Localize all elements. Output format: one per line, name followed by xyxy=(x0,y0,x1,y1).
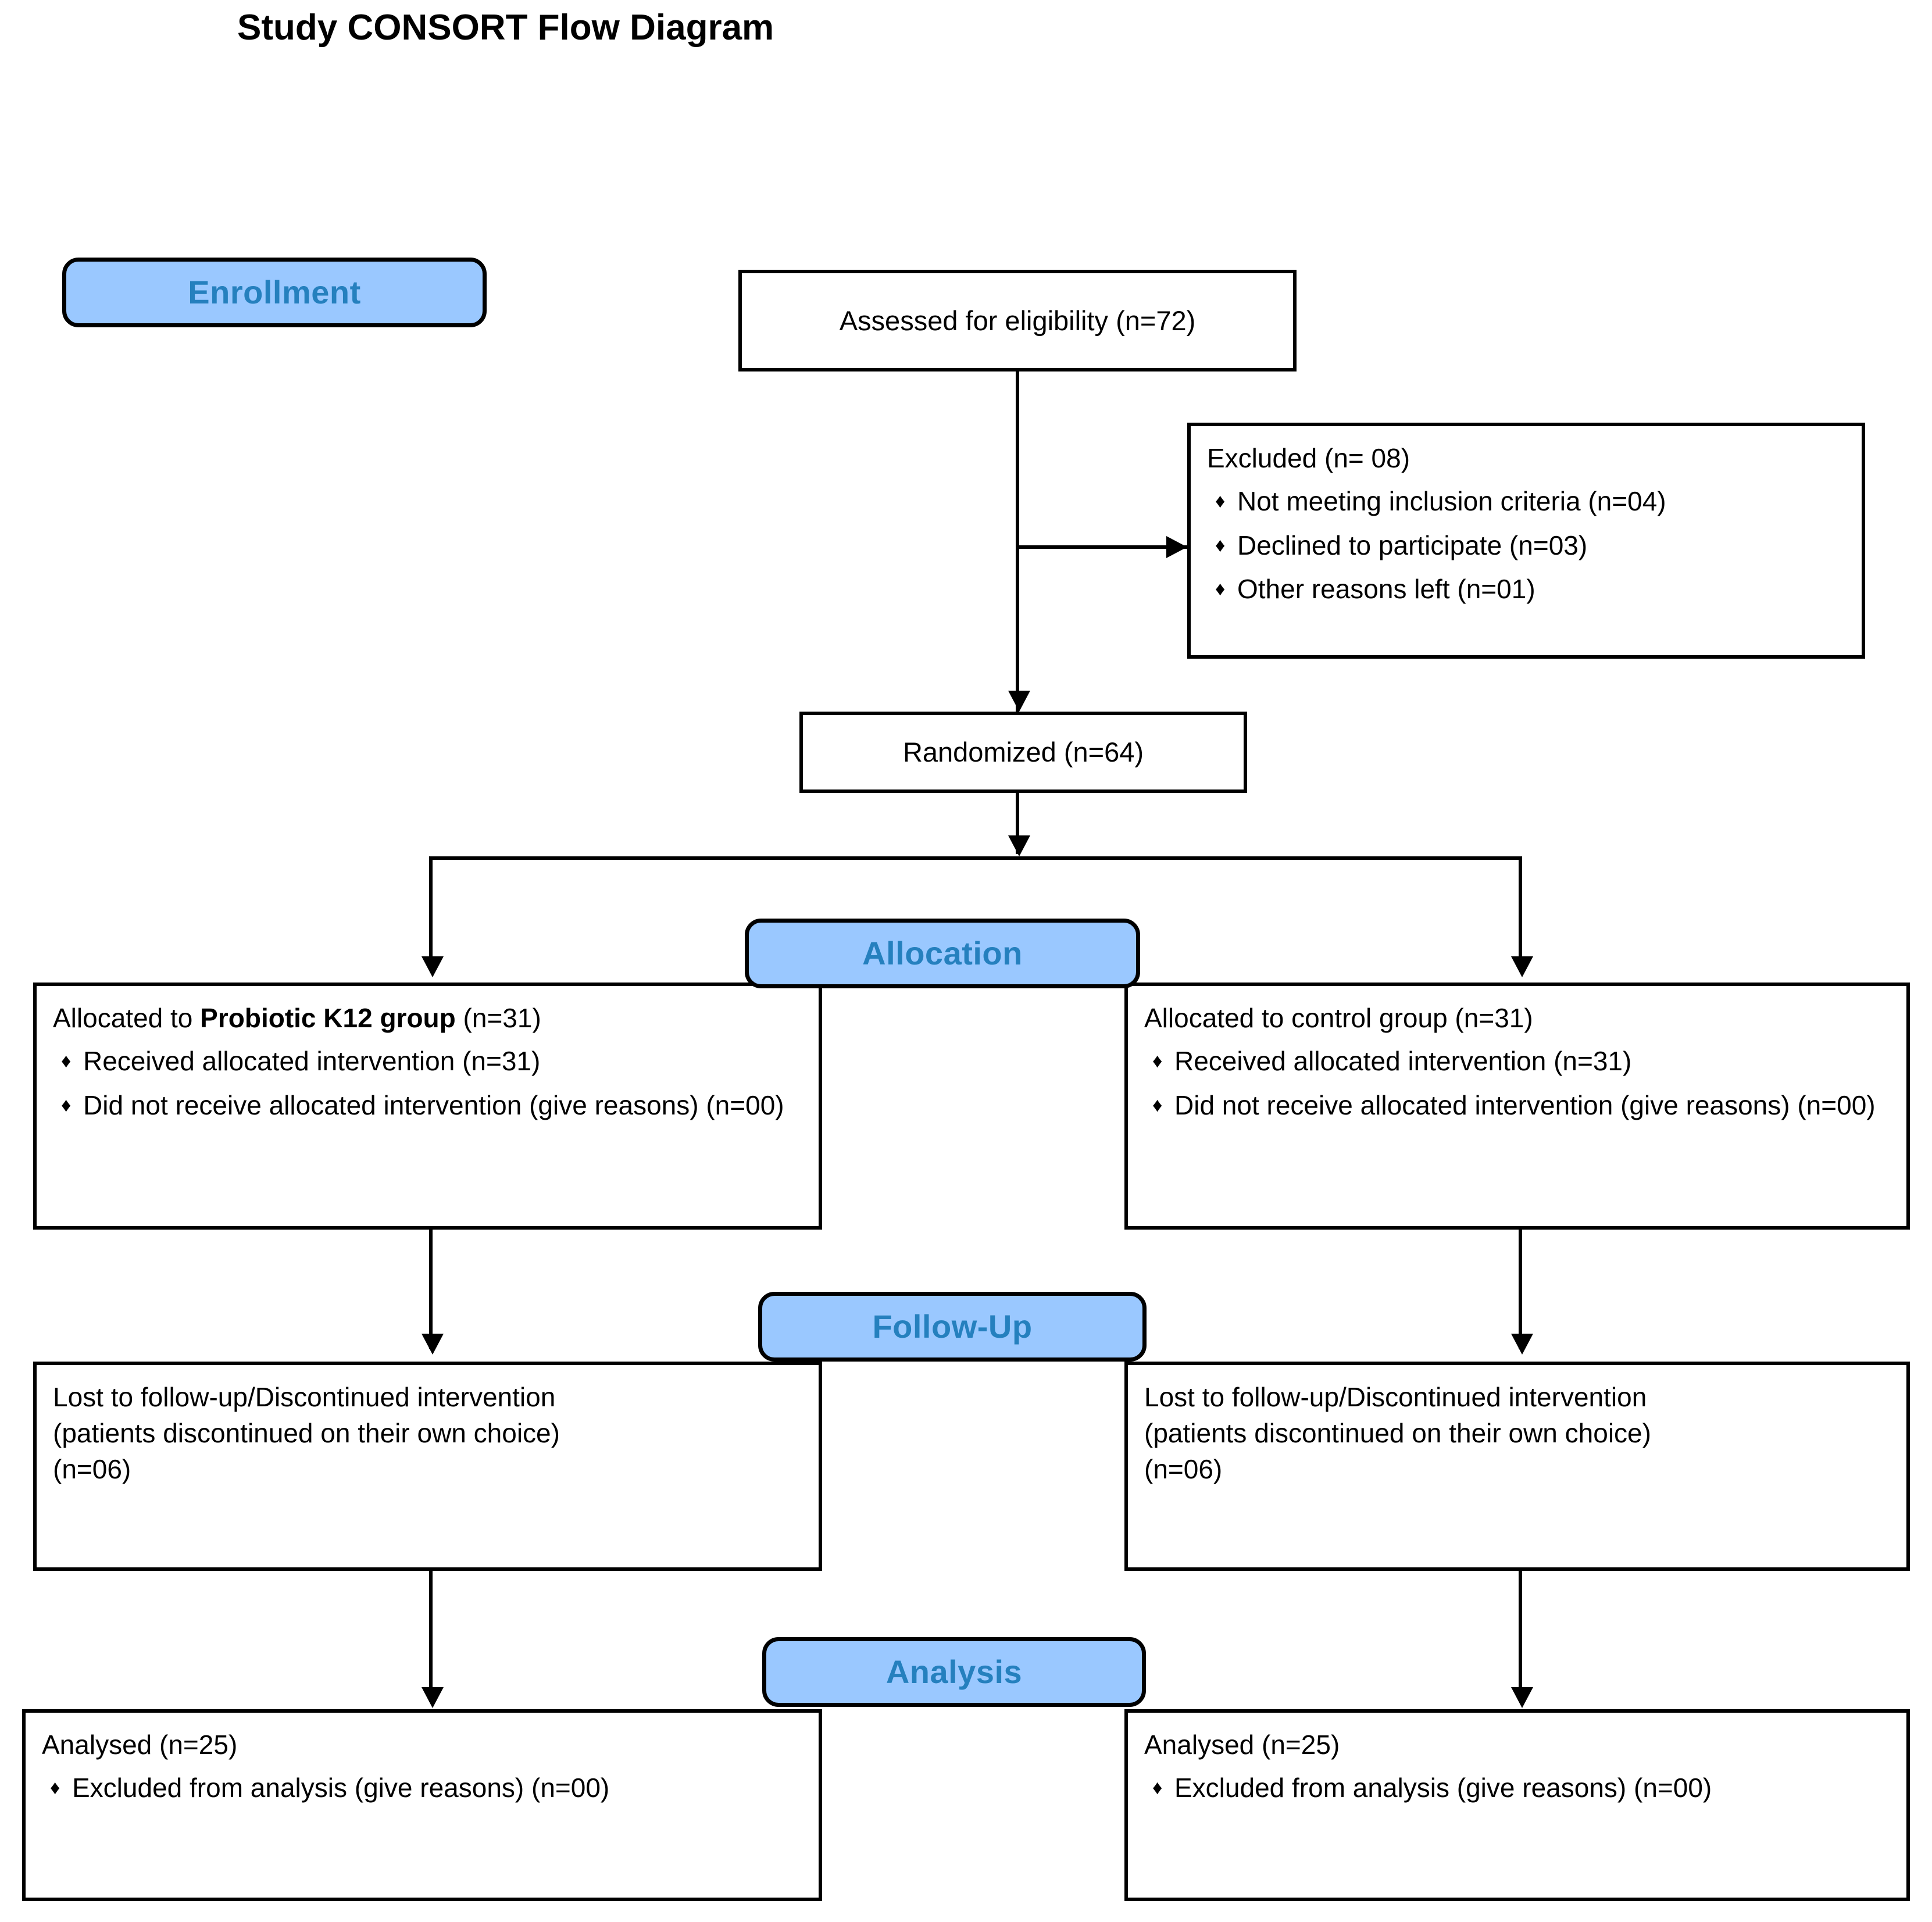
phase-badge-enrollment: Enrollment xyxy=(62,258,487,327)
diamond-bullet-icon: ♦ xyxy=(61,1049,72,1072)
phase-badge-analysis-label: Analysis xyxy=(885,1653,1023,1690)
connector-fork-left-down xyxy=(429,856,433,967)
node-allocated-control: Allocated to control group (n=31) ♦ Rece… xyxy=(1124,983,1910,1230)
connector-alloc-left-to-follow-left xyxy=(429,1230,433,1349)
diamond-bullet-icon: ♦ xyxy=(1215,490,1226,512)
arrowhead-into-follow-right xyxy=(1511,1334,1533,1355)
list-item: ♦ Did not receive allocated intervention… xyxy=(53,1088,802,1123)
list-item-label: Excluded from analysis (give reasons) (n… xyxy=(72,1772,610,1803)
connector-randomized-down xyxy=(1016,793,1019,854)
lead-prefix: Allocated to xyxy=(53,1003,201,1033)
list-item: ♦ Did not receive allocated intervention… xyxy=(1144,1088,1890,1123)
node-analysed-control-lead: Analysed (n=25) xyxy=(1144,1730,1340,1760)
node-allocated-control-lead: Allocated to control group (n=31) xyxy=(1144,1001,1890,1036)
phase-badge-analysis: Analysis xyxy=(762,1637,1146,1707)
list-item: ♦ Other reasons left (n=01) xyxy=(1207,572,1845,607)
node-allocated-control-list: ♦ Received allocated intervention (n=31)… xyxy=(1144,1044,1890,1123)
list-item: ♦ Declined to participate (n=03) xyxy=(1207,528,1845,563)
node-randomized-text: Randomized (n=64) xyxy=(902,737,1144,768)
arrowhead-into-alloc-left xyxy=(422,956,444,977)
connector-assessed-to-randomized xyxy=(1016,371,1019,712)
node-lost-followup-probiotic-line3: (n=06) xyxy=(53,1453,131,1484)
list-item-label: Received allocated intervention (n=31) xyxy=(1174,1045,1632,1076)
node-analysed-probiotic-lead: Analysed (n=25) xyxy=(42,1730,238,1760)
node-excluded: Excluded (n= 08) ♦ Not meeting inclusion… xyxy=(1187,423,1865,659)
node-analysed-control: Analysed (n=25) ♦ Excluded from analysis… xyxy=(1124,1709,1910,1901)
node-lost-followup-probiotic-line1: Lost to follow-up/Discontinued intervent… xyxy=(53,1382,556,1412)
node-analysed-control-list: ♦ Excluded from analysis (give reasons) … xyxy=(1144,1771,1890,1806)
node-assessed-text: Assessed for eligibility (n=72) xyxy=(839,305,1196,336)
lead-emphasis: Probiotic K12 group xyxy=(200,1003,456,1033)
arrowhead-into-randomized xyxy=(1008,691,1030,712)
node-lost-followup-control-line3: (n=06) xyxy=(1144,1453,1223,1484)
node-allocated-probiotic: Allocated to Probiotic K12 group (n=31) … xyxy=(33,983,822,1230)
phase-badge-enrollment-label: Enrollment xyxy=(188,274,361,310)
arrowhead-into-follow-left xyxy=(422,1334,444,1355)
node-excluded-lead: Excluded (n= 08) xyxy=(1207,443,1410,473)
connector-fork-bar xyxy=(429,856,1522,860)
list-item-label: Received allocated intervention (n=31) xyxy=(83,1045,541,1076)
node-excluded-list: ♦ Not meeting inclusion criteria (n=04) … xyxy=(1207,484,1845,607)
list-item-label: Declined to participate (n=03) xyxy=(1237,530,1588,560)
list-item: ♦ Received allocated intervention (n=31) xyxy=(1144,1044,1890,1079)
connector-follow-left-to-analysis-left xyxy=(429,1571,433,1702)
lead-suffix: (n=31) xyxy=(455,1003,541,1033)
connector-alloc-right-to-follow-right xyxy=(1519,1230,1522,1349)
node-lost-followup-probiotic: Lost to follow-up/Discontinued intervent… xyxy=(33,1362,822,1571)
list-item-label: Not meeting inclusion criteria (n=04) xyxy=(1237,485,1666,516)
diamond-bullet-icon: ♦ xyxy=(1152,1094,1163,1116)
list-item: ♦ Received allocated intervention (n=31) xyxy=(53,1044,802,1079)
list-item-label: Did not receive allocated intervention (… xyxy=(1174,1089,1876,1120)
node-randomized: Randomized (n=64) xyxy=(799,712,1247,793)
connector-to-excluded xyxy=(1016,545,1187,549)
list-item-label: Other reasons left (n=01) xyxy=(1237,574,1535,605)
lead-prefix: Allocated to control group (n=31) xyxy=(1144,1003,1533,1033)
node-allocated-probiotic-list: ♦ Received allocated intervention (n=31)… xyxy=(53,1044,802,1123)
phase-badge-allocation: Allocation xyxy=(745,919,1140,988)
phase-badge-allocation-label: Allocation xyxy=(862,935,1023,971)
page-title: Study CONSORT Flow Diagram xyxy=(237,8,774,48)
node-lost-followup-control: Lost to follow-up/Discontinued intervent… xyxy=(1124,1362,1910,1571)
node-lost-followup-control-line2: (patients discontinued on their own choi… xyxy=(1144,1417,1651,1448)
arrowhead-into-alloc-right xyxy=(1511,956,1533,977)
list-item: ♦ Excluded from analysis (give reasons) … xyxy=(1144,1771,1890,1806)
diamond-bullet-icon: ♦ xyxy=(50,1776,60,1799)
arrowhead-fork-top xyxy=(1008,835,1030,856)
list-item-label: Did not receive allocated intervention (… xyxy=(83,1089,784,1120)
node-analysed-probiotic: Analysed (n=25) ♦ Excluded from analysis… xyxy=(22,1709,822,1901)
diamond-bullet-icon: ♦ xyxy=(1152,1049,1163,1072)
phase-badge-followup: Follow-Up xyxy=(758,1292,1147,1362)
connector-fork-right-down xyxy=(1519,856,1522,967)
connector-follow-right-to-analysis-right xyxy=(1519,1571,1522,1702)
list-item: ♦ Not meeting inclusion criteria (n=04) xyxy=(1207,484,1845,519)
list-item-label: Excluded from analysis (give reasons) (n… xyxy=(1174,1772,1712,1803)
arrowhead-into-analysis-right xyxy=(1511,1687,1533,1708)
node-analysed-probiotic-list: ♦ Excluded from analysis (give reasons) … xyxy=(42,1771,802,1806)
diamond-bullet-icon: ♦ xyxy=(1215,578,1226,601)
diamond-bullet-icon: ♦ xyxy=(1152,1776,1163,1799)
node-assessed-for-eligibility: Assessed for eligibility (n=72) xyxy=(738,270,1297,371)
list-item: ♦ Excluded from analysis (give reasons) … xyxy=(42,1771,802,1806)
arrowhead-into-analysis-left xyxy=(422,1687,444,1708)
diamond-bullet-icon: ♦ xyxy=(61,1094,72,1116)
arrowhead-into-excluded xyxy=(1166,536,1187,558)
diamond-bullet-icon: ♦ xyxy=(1215,534,1226,556)
node-lost-followup-probiotic-line2: (patients discontinued on their own choi… xyxy=(53,1417,560,1448)
phase-badge-followup-label: Follow-Up xyxy=(872,1308,1033,1345)
node-allocated-probiotic-lead: Allocated to Probiotic K12 group (n=31) xyxy=(53,1001,802,1036)
node-lost-followup-control-line1: Lost to follow-up/Discontinued intervent… xyxy=(1144,1382,1647,1412)
